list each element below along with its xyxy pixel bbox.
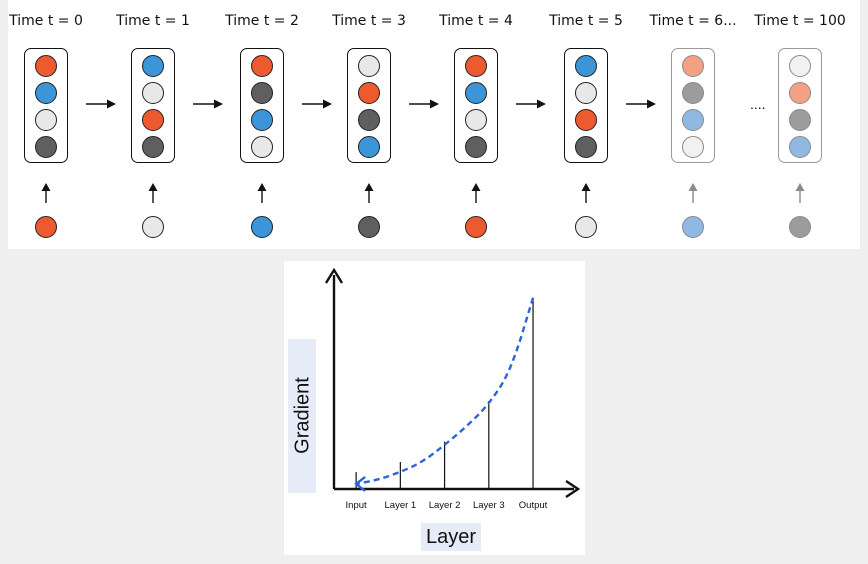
recurrent-arrow-icon	[302, 99, 332, 109]
input-arrow-icon	[148, 183, 158, 203]
memory-unit-blue	[35, 82, 57, 104]
memory-unit-orange	[682, 55, 704, 77]
recurrent-arrow-icon	[626, 99, 656, 109]
x-tick-label: Layer 3	[472, 500, 505, 511]
time-step-label: Time t = 4	[439, 13, 513, 29]
memory-unit-orange	[358, 82, 380, 104]
memory-unit-blue	[465, 82, 487, 104]
memory-unit-orange	[35, 55, 57, 77]
hidden-state-cell	[24, 48, 68, 163]
memory-unit-blue	[682, 109, 704, 131]
hidden-state-cell	[564, 48, 608, 163]
time-step-label: Time t = 6...	[649, 13, 737, 29]
memory-unit-light	[358, 55, 380, 77]
recurrent-arrow-icon	[409, 99, 439, 109]
input-arrow-icon	[364, 183, 374, 203]
y-axis-arrowhead	[324, 267, 344, 284]
recurrent-arrow-icon	[193, 99, 223, 109]
memory-unit-light	[251, 136, 273, 158]
memory-unit-light	[142, 82, 164, 104]
memory-unit-orange	[251, 55, 273, 77]
input-token-blue	[251, 216, 273, 238]
x-tick-label: Input	[345, 500, 367, 511]
x-axis-arrowhead	[565, 480, 581, 498]
memory-unit-orange	[575, 109, 597, 131]
recurrent-arrow-icon	[516, 99, 546, 109]
memory-unit-blue	[789, 136, 811, 158]
time-step-label: Time t = 100	[754, 13, 846, 29]
memory-unit-orange	[465, 55, 487, 77]
vanishing-gradient-chart: Gradient Layer Input Layer 1 Layer 2 Layer …	[284, 261, 585, 555]
x-axis-label: Layer	[425, 526, 477, 548]
memory-unit-light	[35, 109, 57, 131]
input-arrow-icon	[257, 183, 267, 203]
memory-unit-dark	[251, 82, 273, 104]
memory-unit-blue	[142, 55, 164, 77]
input-token-orange	[465, 216, 487, 238]
memory-unit-dark	[465, 136, 487, 158]
memory-unit-dark	[789, 109, 811, 131]
time-step-label: Time t = 5	[549, 13, 623, 29]
memory-unit-blue	[575, 55, 597, 77]
memory-unit-light	[682, 136, 704, 158]
rnn-unrolled-diagram: Time t = 0 Time t = 1 Time t = 2 Time t = 3…	[8, 0, 860, 249]
input-arrow-icon	[471, 183, 481, 203]
memory-unit-dark	[35, 136, 57, 158]
input-token-blue	[682, 216, 704, 238]
input-arrow-icon	[41, 183, 51, 203]
memory-unit-light	[789, 55, 811, 77]
memory-unit-dark	[142, 136, 164, 158]
gradient-curve	[355, 297, 535, 486]
memory-unit-orange	[789, 82, 811, 104]
input-token-light	[142, 216, 164, 238]
hidden-state-cell	[778, 48, 822, 163]
input-token-dark	[789, 216, 811, 238]
x-tick-label: Layer 2	[428, 500, 461, 511]
x-tick-label: Output	[518, 500, 548, 511]
y-axis-label: Gradient	[291, 377, 314, 454]
memory-unit-light	[465, 109, 487, 131]
x-tick-label: Layer 1	[384, 500, 417, 511]
curve-arrowhead-icon	[354, 475, 366, 492]
memory-unit-orange	[142, 109, 164, 131]
x-axis-label-box: Layer	[421, 523, 481, 551]
input-token-dark	[358, 216, 380, 238]
input-arrow-icon	[795, 183, 805, 203]
input-token-orange	[35, 216, 57, 238]
hidden-state-cell	[454, 48, 498, 163]
hidden-state-cell	[131, 48, 175, 163]
memory-unit-dark	[575, 136, 597, 158]
memory-unit-light	[575, 82, 597, 104]
memory-unit-blue	[251, 109, 273, 131]
memory-unit-dark	[682, 82, 704, 104]
input-token-light	[575, 216, 597, 238]
input-arrow-icon	[688, 183, 698, 203]
input-arrow-icon	[581, 183, 591, 203]
memory-unit-blue	[358, 136, 380, 158]
time-step-label: Time t = 3	[332, 13, 406, 29]
recurrent-arrow-icon	[86, 99, 116, 109]
time-step-label: Time t = 0	[9, 13, 83, 29]
gradient-plot	[324, 267, 581, 498]
y-axis-label-box: Gradient	[288, 339, 316, 493]
time-step-label: Time t = 2	[225, 13, 299, 29]
hidden-state-cell	[671, 48, 715, 163]
hidden-state-cell	[347, 48, 391, 163]
memory-unit-dark	[358, 109, 380, 131]
time-step-label: Time t = 1	[116, 13, 190, 29]
ellipsis: ....	[750, 96, 766, 112]
hidden-state-cell	[240, 48, 284, 163]
